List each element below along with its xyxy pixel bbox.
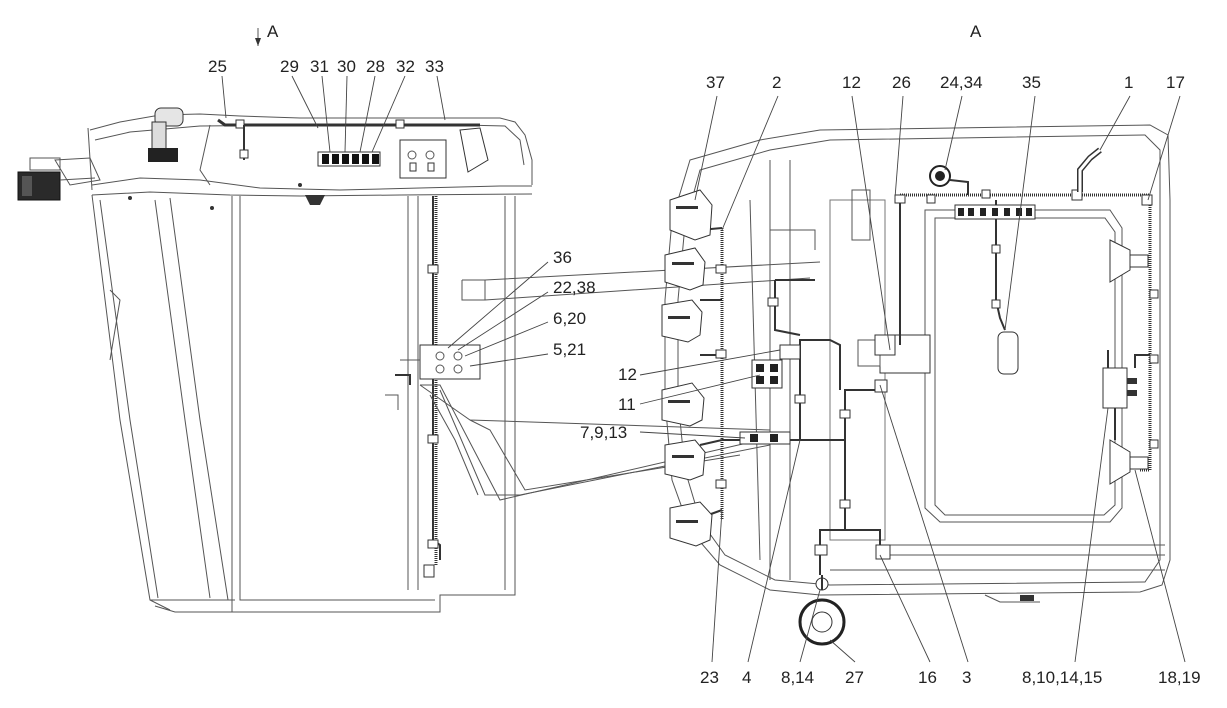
callout-35: 35 [1022, 73, 1041, 92]
callout-22-38: 22,38 [553, 278, 596, 297]
callout-2: 2 [772, 73, 782, 92]
callout-28: 28 [366, 57, 385, 76]
callout-27: 27 [845, 668, 864, 687]
callout-16: 16 [918, 668, 937, 687]
section-marker-a: A [267, 22, 279, 41]
callout-5-21: 5,21 [553, 340, 587, 359]
callout-12-mid: 12 [618, 365, 637, 384]
callout-30: 30 [337, 57, 356, 76]
callout-33: 33 [425, 57, 444, 76]
callout-24-34: 24,34 [940, 73, 983, 92]
callout-26: 26 [892, 73, 911, 92]
callout-11: 11 [618, 395, 636, 414]
callout-6-20: 6,20 [553, 309, 587, 328]
callout-8-10-14-15: 8,10,14,15 [1022, 668, 1103, 687]
callout-18-19: 18,19 [1158, 668, 1201, 687]
callout-8-14: 8,14 [781, 668, 815, 687]
callout-17: 17 [1166, 73, 1185, 92]
cab-top-view [639, 95, 1186, 663]
callout-37: 37 [706, 73, 725, 92]
callout-25: 25 [208, 57, 227, 76]
callout-7-9-13: 7,9,13 [580, 423, 628, 442]
callout-29: 29 [280, 57, 299, 76]
callout-3: 3 [962, 668, 972, 687]
view-title-a: A [970, 22, 982, 41]
projection-arrow [419, 261, 821, 501]
callout-12-top: 12 [842, 73, 861, 92]
callout-36: 36 [553, 248, 572, 267]
callout-32: 32 [396, 57, 415, 76]
callout-31: 31 [310, 57, 329, 76]
callout-1: 1 [1124, 73, 1134, 92]
callout-23: 23 [700, 668, 719, 687]
callout-4: 4 [742, 668, 752, 687]
cab-side-view [17, 28, 549, 613]
